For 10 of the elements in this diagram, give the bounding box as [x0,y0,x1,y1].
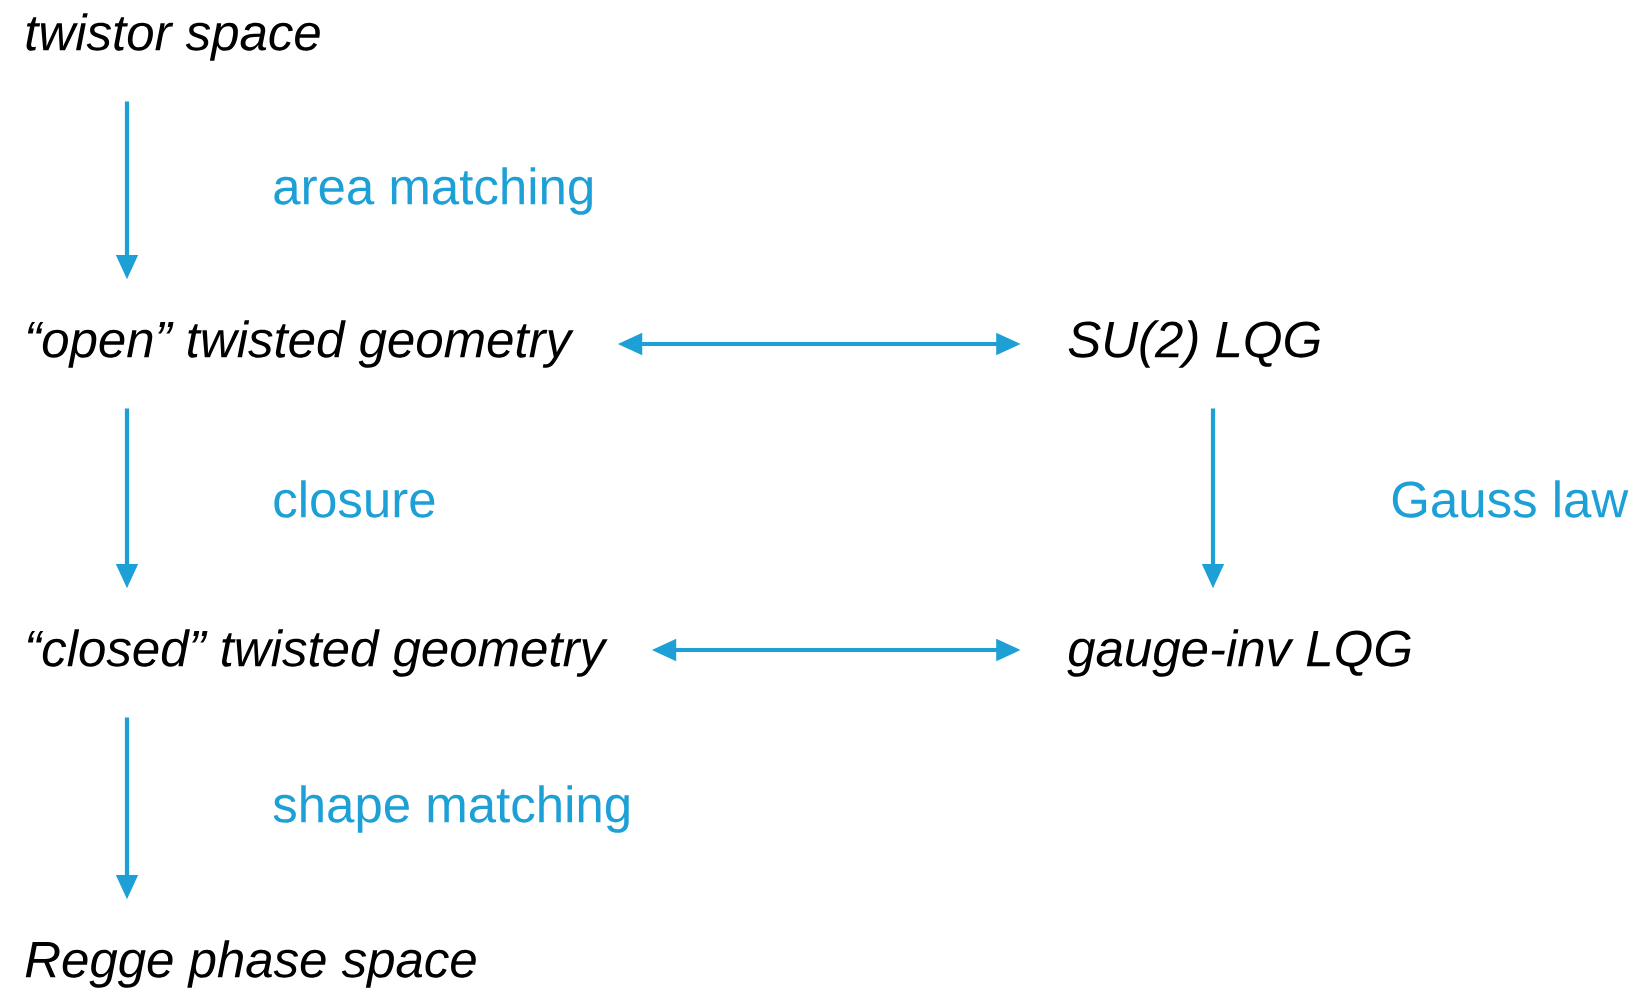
term: “closed” twisted geometry [27,629,608,677]
term: SU(2) LQG [1068,320,1321,368]
edge-label: closure [274,480,435,518]
term: “open” twisted geometry [27,320,574,368]
edge-label: area matching [274,167,592,215]
edge-label: Gauss law [1392,480,1629,518]
term: twistor space [26,13,320,61]
term: Regge phase space [25,940,476,988]
edge-label: shape matching [273,785,629,833]
term: gauge-inv LQG [1067,629,1411,677]
